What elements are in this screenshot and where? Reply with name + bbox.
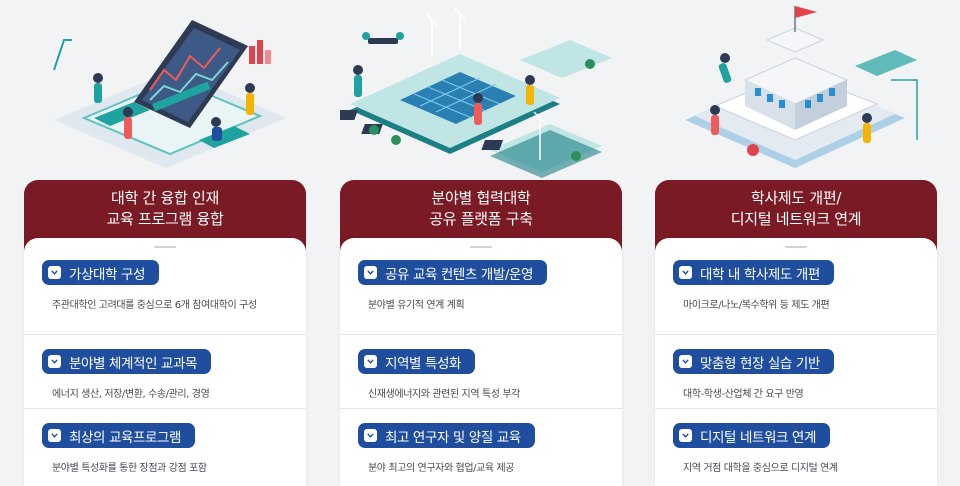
list-item: 공유 교육 컨텐츠 개발/운영 분야별 유기적 연계 계획 xyxy=(340,260,622,336)
list-item: 맞춤형 현장 실습 기반 대학-학생-산업체 간 요구 반영 xyxy=(655,334,937,410)
item-description: 지역 거점 대학을 중심으로 디지털 연계 xyxy=(683,463,838,474)
item-label: 분야별 체계적인 교과목 xyxy=(69,355,197,372)
item-pill[interactable]: 대학 내 학사제도 개편 xyxy=(673,260,834,285)
feature-card: 대학 간 융합 인재 교육 프로그램 융합 가상대학 구성 주관대학인 고려대를… xyxy=(24,180,306,486)
item-pill[interactable]: 지역별 특성화 xyxy=(358,349,476,374)
list-item: 최고 연구자 및 양질 교육 분야 최고의 연구자와 협업/교육 제공 xyxy=(340,408,622,484)
feature-column-3: 학사제도 개편/ 디지털 네트워크 연계 대학 내 학사제도 개편 마이크로/나… xyxy=(655,0,937,486)
item-description: 분야별 특성화를 통한 장점과 강점 포함 xyxy=(52,463,207,474)
card-body: 공유 교육 컨텐츠 개발/운영 분야별 유기적 연계 계획 지역별 특성화 신재… xyxy=(340,238,622,486)
item-label: 디지털 네트워크 연계 xyxy=(700,429,816,446)
item-description: 분야 최고의 연구자와 협업/교육 제공 xyxy=(368,463,515,474)
feature-column-1: 대학 간 융합 인재 교육 프로그램 융합 가상대학 구성 주관대학인 고려대를… xyxy=(24,0,306,486)
item-description: 대학-학생-산업체 간 요구 반영 xyxy=(683,389,804,400)
item-pill[interactable]: 분야별 체계적인 교과목 xyxy=(42,349,211,374)
shared-platform-illustration xyxy=(340,7,612,178)
divider xyxy=(470,246,492,248)
card-title: 학사제도 개편/ 디지털 네트워크 연계 xyxy=(655,180,937,238)
item-description: 에너지 생산, 저장/변환, 수송/관리, 경영 xyxy=(52,389,210,400)
item-pill[interactable]: 공유 교육 컨텐츠 개발/운영 xyxy=(358,260,548,285)
list-item: 분야별 체계적인 교과목 에너지 생산, 저장/변환, 수송/관리, 경영 xyxy=(24,334,306,410)
chevron-down-icon xyxy=(48,355,61,368)
item-pill[interactable]: 디지털 네트워크 연계 xyxy=(673,423,830,448)
card-title-line: 교육 프로그램 융합 xyxy=(106,210,224,228)
item-description: 분야별 유기적 연계 계획 xyxy=(368,300,465,311)
item-label: 최상의 교육프로그램 xyxy=(69,429,182,446)
item-description: 신재생에너지와 관련된 지역 특성 부각 xyxy=(368,389,520,400)
list-item: 가상대학 구성 주관대학인 고려대를 중심으로 6개 참여대학이 구성 xyxy=(24,260,306,336)
chevron-down-icon xyxy=(364,429,377,442)
list-item: 대학 내 학사제도 개편 마이크로/나노/복수학위 등 제도 개편 xyxy=(655,260,937,336)
item-pill[interactable]: 가상대학 구성 xyxy=(42,260,160,285)
chevron-down-icon xyxy=(679,266,692,279)
card-title-line: 대학 간 융합 인재 xyxy=(111,189,219,207)
digital-network-illustration xyxy=(685,6,918,168)
item-pill[interactable]: 맞춤형 현장 실습 기반 xyxy=(673,349,834,374)
divider xyxy=(154,246,176,248)
chevron-down-icon xyxy=(679,429,692,442)
feature-card: 학사제도 개편/ 디지털 네트워크 연계 대학 내 학사제도 개편 마이크로/나… xyxy=(655,180,937,486)
chevron-down-icon xyxy=(48,266,61,279)
card-body: 가상대학 구성 주관대학인 고려대를 중심으로 6개 참여대학이 구성 분야별 … xyxy=(24,238,306,486)
item-label: 가상대학 구성 xyxy=(69,266,146,283)
feature-column-2: 분야별 협력대학 공유 플랫폼 구축 공유 교육 컨텐츠 개발/운영 분야별 유… xyxy=(340,0,622,486)
list-item: 최상의 교육프로그램 분야별 특성화를 통한 장점과 강점 포함 xyxy=(24,408,306,484)
item-description: 주관대학인 고려대를 중심으로 6개 참여대학이 구성 xyxy=(52,300,257,311)
chevron-down-icon xyxy=(679,355,692,368)
card-title-line: 공유 플랫폼 구축 xyxy=(429,210,533,228)
item-label: 맞춤형 현장 실습 기반 xyxy=(700,355,820,372)
item-label: 공유 교육 컨텐츠 개발/운영 xyxy=(385,266,534,283)
card-title: 대학 간 융합 인재 교육 프로그램 융합 xyxy=(24,180,306,238)
divider xyxy=(785,246,807,248)
item-label: 최고 연구자 및 양질 교육 xyxy=(385,429,521,446)
chevron-down-icon xyxy=(48,429,61,442)
list-item: 지역별 특성화 신재생에너지와 관련된 지역 특성 부각 xyxy=(340,334,622,410)
card-title-line: 분야별 협력대학 xyxy=(431,189,531,207)
card-title-line: 디지털 네트워크 연계 xyxy=(730,210,862,228)
item-pill[interactable]: 최상의 교육프로그램 xyxy=(42,423,196,448)
card-body: 대학 내 학사제도 개편 마이크로/나노/복수학위 등 제도 개편 맞춤형 현장… xyxy=(655,238,937,486)
item-description: 마이크로/나노/복수학위 등 제도 개편 xyxy=(683,300,830,311)
item-label: 지역별 특성화 xyxy=(385,355,462,372)
card-title: 분야별 협력대학 공유 플랫폼 구축 xyxy=(340,180,622,238)
feature-card: 분야별 협력대학 공유 플랫폼 구축 공유 교육 컨텐츠 개발/운영 분야별 유… xyxy=(340,180,622,486)
chevron-down-icon xyxy=(364,355,377,368)
chevron-down-icon xyxy=(364,266,377,279)
item-pill[interactable]: 최고 연구자 및 양질 교육 xyxy=(358,423,535,448)
list-item: 디지털 네트워크 연계 지역 거점 대학을 중심으로 디지털 연계 xyxy=(655,408,937,484)
item-label: 대학 내 학사제도 개편 xyxy=(700,266,820,283)
virtual-university-illustration xyxy=(53,20,286,168)
card-title-line: 학사제도 개편/ xyxy=(750,189,842,207)
